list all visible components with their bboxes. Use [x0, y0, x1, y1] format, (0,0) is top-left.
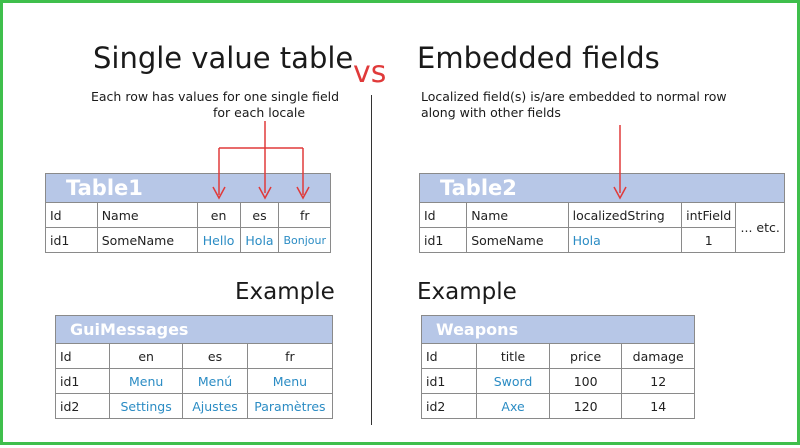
example-left-label: Example	[235, 279, 335, 305]
table2-col-name: Name	[466, 202, 569, 228]
table1-cell-fr: Bonjour	[278, 227, 331, 253]
weapons-title: Weapons	[421, 315, 695, 344]
gui-col-en: en	[109, 343, 184, 369]
gui-row-2-en: Settings	[109, 393, 184, 419]
weapons-row-2-damage: 14	[621, 393, 695, 419]
weapons-row-2-title: Axe	[476, 393, 550, 419]
gui-col-es: es	[182, 343, 248, 369]
table1-cell-name: SomeName	[96, 227, 198, 253]
gui-row-1: id1 Menu Menú Menu	[54, 368, 334, 394]
table2-cell-intfield: 1	[681, 227, 737, 253]
weapons-title-row: Weapons	[421, 315, 695, 344]
gui-row-2-id: id2	[54, 393, 111, 419]
gui-row-1-fr: Menu	[246, 368, 334, 394]
table1-title-row: Table1	[45, 173, 331, 203]
table1-col-fr: fr	[278, 202, 331, 228]
left-title: Single value table	[93, 41, 354, 75]
center-divider	[371, 95, 372, 425]
left-note-line2: for each locale	[213, 105, 306, 120]
table1-data-row: id1 SomeName Hello Hola Bonjour	[45, 227, 331, 253]
gui-row-2: id2 Settings Ajustes Paramètres	[54, 393, 334, 419]
table2-title: Table2	[419, 173, 785, 203]
example-right-label: Example	[417, 279, 517, 305]
gui-header-row: Id en es fr	[54, 343, 334, 369]
table2-cell-name: SomeName	[466, 227, 569, 253]
table1-cell-en: Hello	[196, 227, 241, 253]
table2-col-localized-string: localizedString	[567, 202, 683, 228]
weapons-row-1-id: id1	[420, 368, 478, 394]
gui-messages-table: GuiMessages Id en es fr id1 Menu Menú Me…	[54, 315, 334, 419]
weapons-table: Weapons Id title price damage id1 Sword …	[420, 315, 695, 419]
gui-row-1-id: id1	[54, 368, 111, 394]
table2-title-row: Table2	[419, 173, 785, 203]
table1-col-id: Id	[45, 202, 98, 228]
weapons-col-damage: damage	[621, 343, 695, 369]
table2-header-row: Id Name localizedString intField ... etc…	[418, 202, 785, 253]
table1-col-en: en	[196, 202, 241, 228]
table1: Table1 Id Name en es fr id1 SomeName Hel…	[45, 173, 331, 253]
weapons-col-title: title	[476, 343, 550, 369]
weapons-row-1: id1 Sword 100 12	[420, 368, 695, 394]
table1-cell-es: Hola	[239, 227, 280, 253]
table2: Table2 Id Name localizedString intField …	[418, 173, 785, 253]
gui-col-fr: fr	[246, 343, 334, 369]
gui-title: GuiMessages	[55, 315, 333, 344]
table1-col-es: es	[239, 202, 280, 228]
weapons-row-2-id: id2	[420, 393, 478, 419]
weapons-row-1-title: Sword	[476, 368, 550, 394]
weapons-row-2-price: 120	[548, 393, 623, 419]
table1-header-row: Id Name en es fr	[45, 202, 331, 228]
table2-col-id: Id	[418, 202, 468, 228]
vs-label: vs	[353, 55, 387, 90]
weapons-col-id: Id	[420, 343, 478, 369]
table2-cell-localized-string: Hola	[567, 227, 683, 253]
gui-row-2-es: Ajustes	[182, 393, 248, 419]
gui-row-1-es: Menú	[182, 368, 248, 394]
table2-col-intfield: intField	[681, 202, 737, 228]
weapons-row-1-price: 100	[548, 368, 623, 394]
table2-cell-id: id1	[418, 227, 468, 253]
gui-title-row: GuiMessages	[55, 315, 333, 344]
gui-row-1-en: Menu	[109, 368, 184, 394]
table1-title: Table1	[45, 173, 331, 203]
left-note-line1: Each row has values for one single field	[91, 89, 340, 104]
table2-etc: ... etc.	[735, 202, 785, 253]
right-note-line1: Localized field(s) is/are embedded to no…	[421, 89, 727, 104]
table2-data-row: id1 SomeName Hola 1	[418, 227, 785, 253]
right-title: Embedded fields	[417, 41, 660, 75]
weapons-col-price: price	[548, 343, 623, 369]
gui-row-2-fr: Paramètres	[246, 393, 334, 419]
weapons-row-2: id2 Axe 120 14	[420, 393, 695, 419]
weapons-row-1-damage: 12	[621, 368, 695, 394]
table1-col-name: Name	[96, 202, 198, 228]
gui-col-id: Id	[54, 343, 111, 369]
weapons-header-row: Id title price damage	[420, 343, 695, 369]
table1-cell-id: id1	[45, 227, 98, 253]
right-note-line2: along with other fields	[421, 105, 561, 120]
